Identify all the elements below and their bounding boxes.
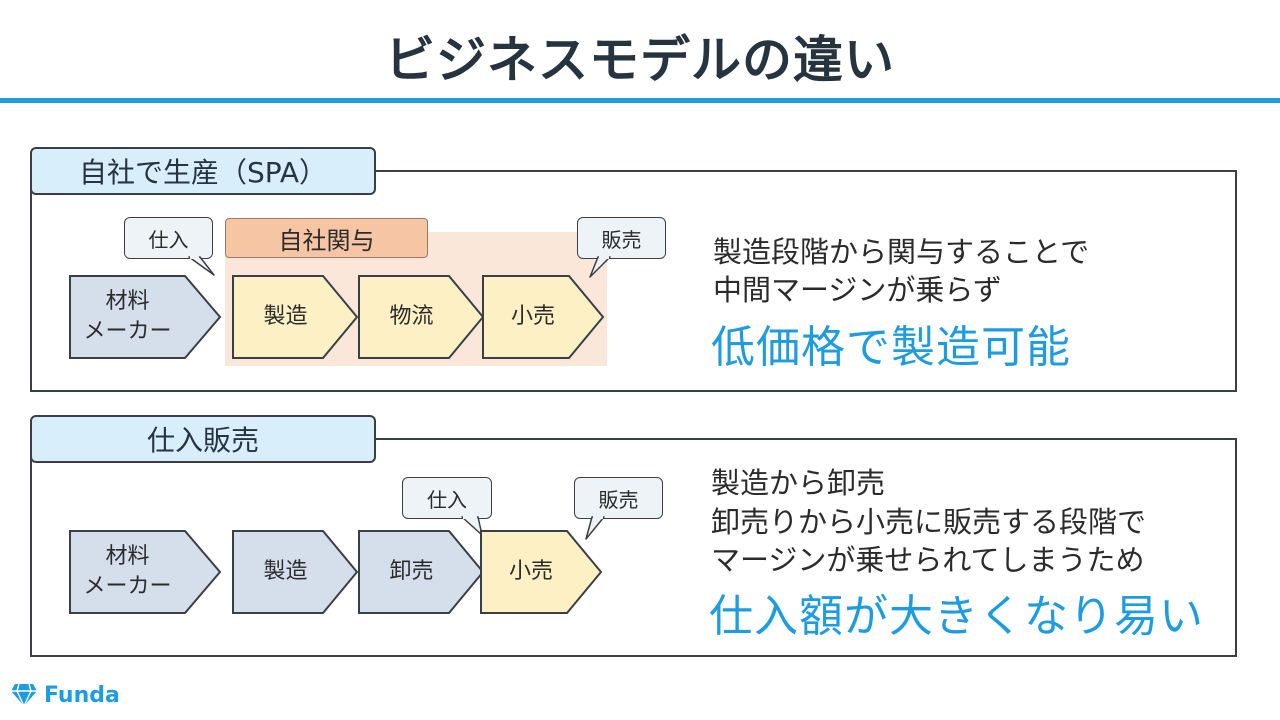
resale-description-line3: マージンが乗せられてしまうため: [711, 543, 1145, 577]
spa-flow-label-material-maker: 材料 メーカー: [70, 276, 185, 358]
spa-highlight: 低価格で製造可能: [711, 322, 1071, 373]
resale-description-line2: 卸売りから小売に販売する段階で: [711, 505, 1147, 539]
spa-sales-bubble: 販売: [577, 217, 666, 259]
spa-flow-arrow-logistics: [358, 275, 485, 359]
page-title: ビジネスモデルの違い: [385, 31, 895, 89]
resale-description-line1: 製造から卸売: [711, 466, 886, 500]
spa-flow-arrow-retail: [482, 275, 605, 359]
resale-flow-label-wholesale: 卸売: [389, 559, 434, 584]
resale-flow-arrow-retail: [480, 530, 603, 614]
spa-purchase-bubble-tail: [188, 256, 215, 276]
spa-flow-label-line1: 材料: [105, 289, 150, 314]
spa-involvement-label: 自社関与: [225, 218, 428, 258]
spa-flow-label-retail: 小売: [510, 304, 555, 329]
resale-purchase-bubble-tail: [461, 516, 483, 536]
resale-purchase-bubble: 仕入: [402, 477, 492, 519]
resale-flow-label-material-maker: 材料 メーカー: [70, 531, 185, 613]
spa-flow-label-logistics: 物流: [389, 304, 434, 329]
spa-flow-arrow-material-maker: [69, 275, 222, 359]
spa-flow-label-line2: メーカー: [83, 319, 172, 344]
diamond-logo-icon: [11, 683, 37, 708]
title-divider: [0, 98, 1280, 103]
spa-flow-arrow-manufacturing: [232, 275, 359, 359]
resale-flow-label-line2: メーカー: [83, 574, 172, 599]
spa-description-line1: 製造段階から関与することで: [713, 235, 1090, 269]
resale-flow-label-line1: 材料: [105, 544, 150, 569]
spa-section-label: 自社で生産（SPA）: [30, 147, 376, 195]
resale-flow-arrow-material-maker: [69, 530, 222, 614]
resale-section: [30, 438, 1237, 657]
spa-sales-bubble-tail: [589, 256, 611, 278]
resale-flow-label-manufacturing: 製造: [263, 559, 308, 584]
resale-flow-label-retail: 小売: [508, 559, 553, 584]
resale-sales-bubble-tail: [585, 516, 605, 540]
resale-section-label: 仕入販売: [30, 415, 376, 463]
funda-logo: Funda: [10, 682, 120, 708]
logo-text: Funda: [44, 682, 120, 708]
spa-purchase-bubble: 仕入: [124, 217, 213, 259]
resale-flow-arrow-manufacturing: [232, 530, 359, 614]
spa-description-line2: 中間マージンが乗らず: [713, 273, 1002, 307]
resale-flow-arrow-wholesale: [358, 530, 485, 614]
spa-flow-label-manufacturing: 製造: [263, 304, 308, 329]
resale-highlight: 仕入額が大きくなり易い: [709, 591, 1204, 642]
resale-sales-bubble: 販売: [574, 477, 663, 519]
